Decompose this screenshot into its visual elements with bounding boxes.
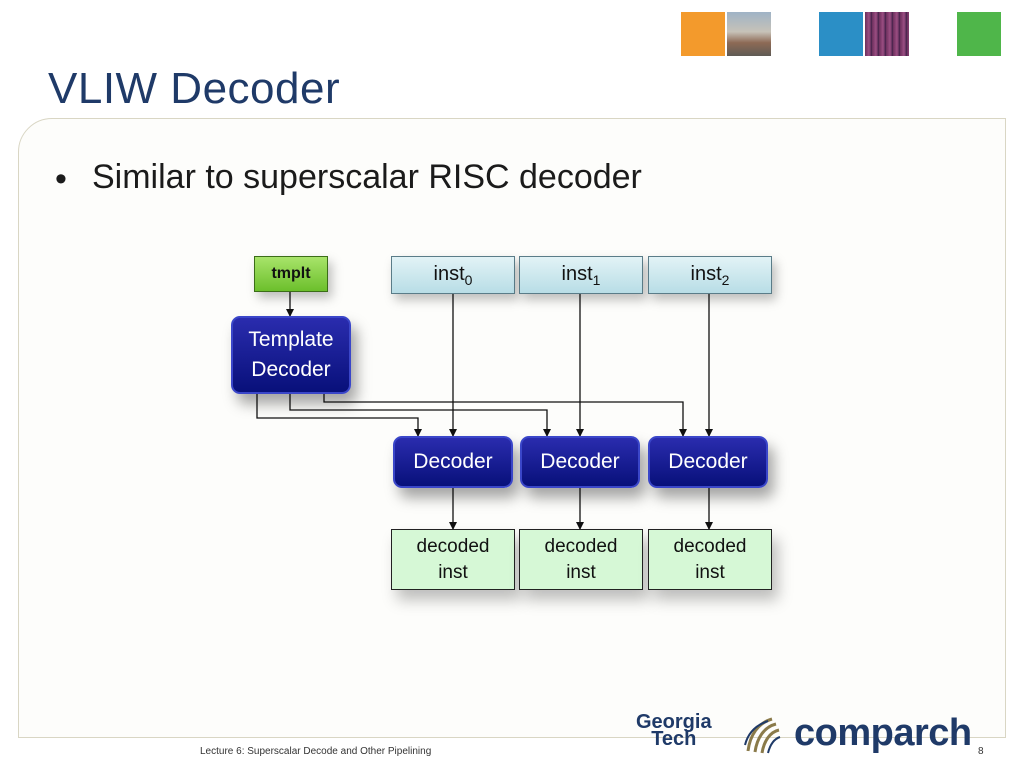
decoded-inst-2-line2: inst bbox=[695, 561, 725, 583]
georgia-tech-logo: Georgia Tech bbox=[636, 711, 712, 750]
inst-2-box: inst2 bbox=[648, 256, 772, 294]
decoder-1-label: Decoder bbox=[540, 450, 620, 473]
building-photo-thumbnail bbox=[727, 12, 771, 56]
template-decoder-line2: Decoder bbox=[251, 358, 331, 381]
inst-0-box: inst0 bbox=[391, 256, 515, 294]
bullet-marker: • bbox=[55, 160, 67, 198]
template-decoder-box: Template Decoder bbox=[231, 316, 351, 394]
bullet-text: Similar to superscalar RISC decoder bbox=[92, 158, 642, 196]
chip-photo-thumbnail bbox=[865, 12, 909, 56]
georgia-tech-emblem-icon bbox=[744, 717, 781, 754]
decoded-inst-0-line2: inst bbox=[438, 561, 468, 583]
decoded-inst-0-line1: decoded bbox=[416, 535, 490, 557]
decoded-inst-1-line2: inst bbox=[566, 561, 596, 583]
decoded-inst-2-box: decoded inst bbox=[648, 529, 772, 590]
decoded-inst-2-line1: decoded bbox=[673, 535, 747, 557]
decoder-1-box: Decoder bbox=[520, 436, 640, 488]
decoder-0-box: Decoder bbox=[393, 436, 513, 488]
inst-1-box: inst1 bbox=[519, 256, 643, 294]
orange-thumbnail bbox=[681, 12, 725, 56]
decoder-2-box: Decoder bbox=[648, 436, 768, 488]
tmplt-box: tmplt bbox=[254, 256, 328, 292]
comparch-logo: comparch bbox=[794, 712, 972, 754]
inst-1-label: inst1 bbox=[561, 262, 601, 288]
tmplt-label: tmplt bbox=[271, 265, 311, 282]
template-to-decoder1-line bbox=[289, 392, 551, 437]
template-to-decoder2-line bbox=[323, 392, 687, 437]
template-decoder-line1: Template bbox=[248, 328, 334, 351]
decoder-0-label: Decoder bbox=[413, 450, 493, 473]
decoded-inst-1-line1: decoded bbox=[544, 535, 618, 557]
green-thumbnail bbox=[957, 12, 1001, 56]
inst-2-label: inst2 bbox=[690, 262, 730, 288]
decoded-inst-1-box: decoded inst bbox=[519, 529, 643, 590]
blue-thumbnail bbox=[819, 12, 863, 56]
decoder-2-label: Decoder bbox=[668, 450, 748, 473]
slide-title: VLIW Decoder bbox=[48, 64, 341, 113]
template-to-decoder0-line bbox=[256, 392, 422, 437]
content-panel bbox=[18, 118, 1006, 738]
page-number: 8 bbox=[978, 746, 984, 757]
footer-text: Lecture 6: Superscalar Decode and Other … bbox=[200, 746, 432, 757]
inst-0-label: inst0 bbox=[433, 262, 473, 288]
decoded-inst-0-box: decoded inst bbox=[391, 529, 515, 590]
